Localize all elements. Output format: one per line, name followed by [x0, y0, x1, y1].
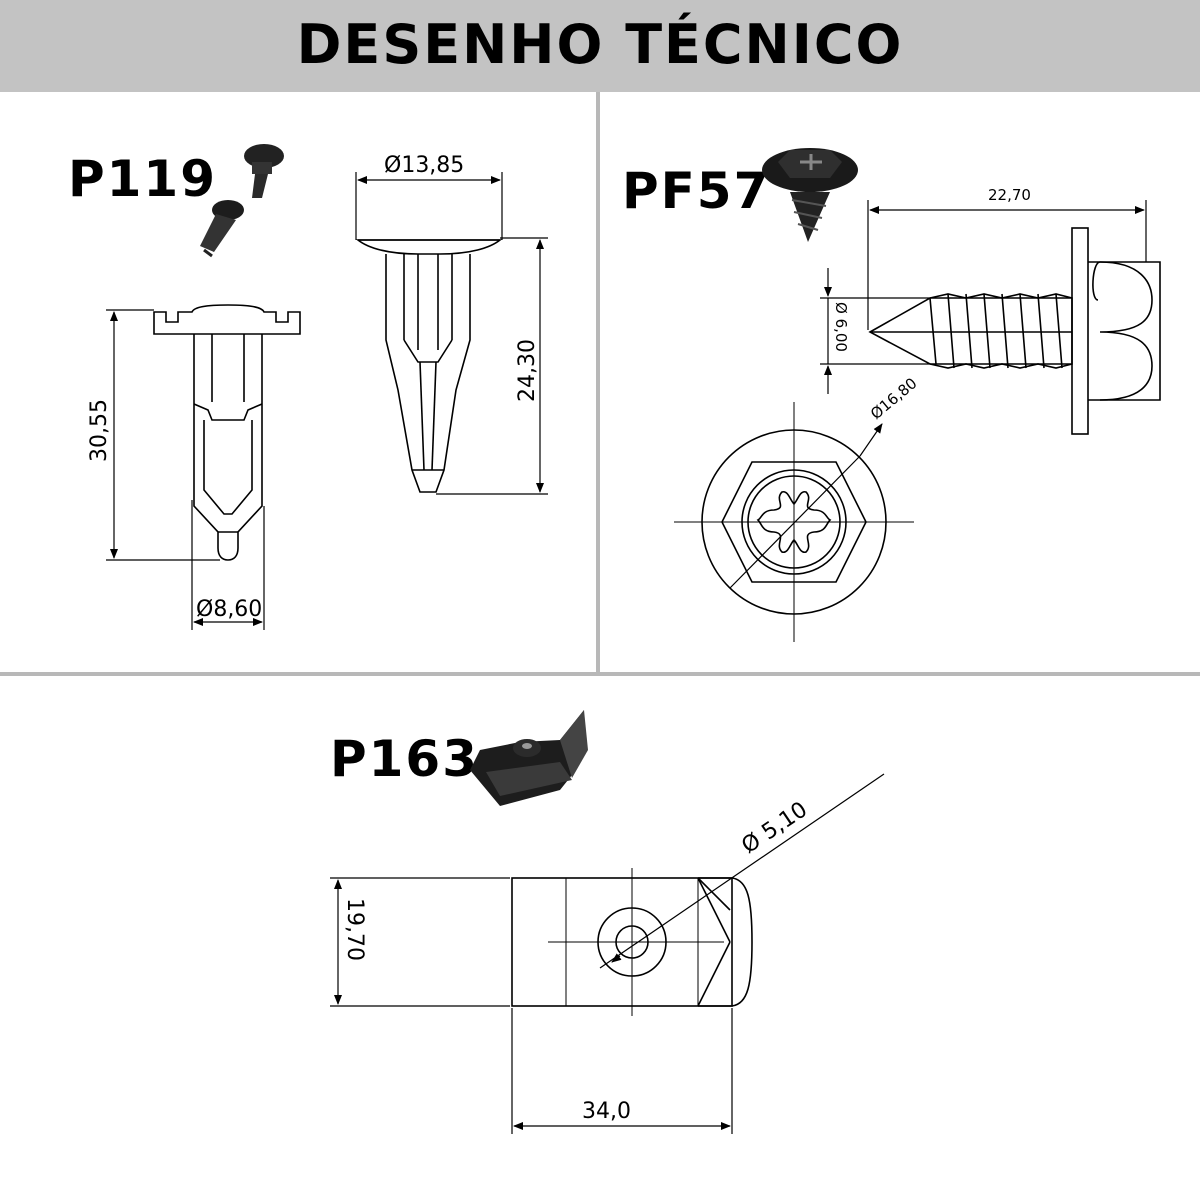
p119-height-label: 30,55: [87, 399, 112, 462]
pf57-front-view: [674, 402, 914, 642]
part-code-pf57: PF57: [622, 162, 771, 220]
pf57-side-view: [868, 227, 1161, 435]
p119-dim-diameter: [191, 500, 265, 630]
p163-dim-width: [511, 1008, 733, 1134]
pf57-washer-diameter-label: Ø16,80: [867, 374, 921, 423]
pf57-thumbnail-icon: [762, 148, 858, 242]
p119-dim-top-diameter: [355, 172, 503, 240]
p119-dim-length: [436, 237, 548, 495]
horizontal-divider: [0, 672, 1200, 676]
p163-dim-hole-diameter: [599, 773, 885, 969]
pf57-length-label: 22,70: [988, 186, 1031, 204]
page-title: DESENHO TÉCNICO: [296, 13, 904, 76]
p119-side-view-right: [355, 239, 503, 493]
p163-dim-height: [330, 877, 510, 1007]
vertical-divider: [596, 92, 600, 672]
p163-thumbnail-icon: [470, 710, 588, 806]
p119-diameter-label: Ø8,60: [196, 597, 262, 622]
part-code-p163: P163: [330, 730, 480, 788]
p163-hole-diameter-label: Ø 5,10: [737, 797, 812, 859]
p119-top-diameter-label: Ø13,85: [384, 153, 464, 178]
pf57-dim-shank-diameter: [820, 268, 930, 394]
p119-thumbnail-icon: [200, 144, 284, 258]
p163-top-view: [511, 868, 753, 1016]
p163-height-label: 19,70: [342, 898, 367, 961]
pf57-dim-washer-diameter: [729, 423, 883, 589]
p119-dim-height: [106, 309, 220, 561]
part-code-p119: P119: [68, 150, 218, 208]
header-bar: DESENHO TÉCNICO: [0, 0, 1200, 92]
p163-width-label: 34,0: [582, 1099, 631, 1124]
pf57-shank-diameter-label: Ø 6,00: [832, 302, 850, 352]
p119-length-label: 24,30: [515, 339, 540, 402]
pf57-dim-length: [867, 200, 1147, 330]
p119-side-view-left: [153, 304, 301, 561]
